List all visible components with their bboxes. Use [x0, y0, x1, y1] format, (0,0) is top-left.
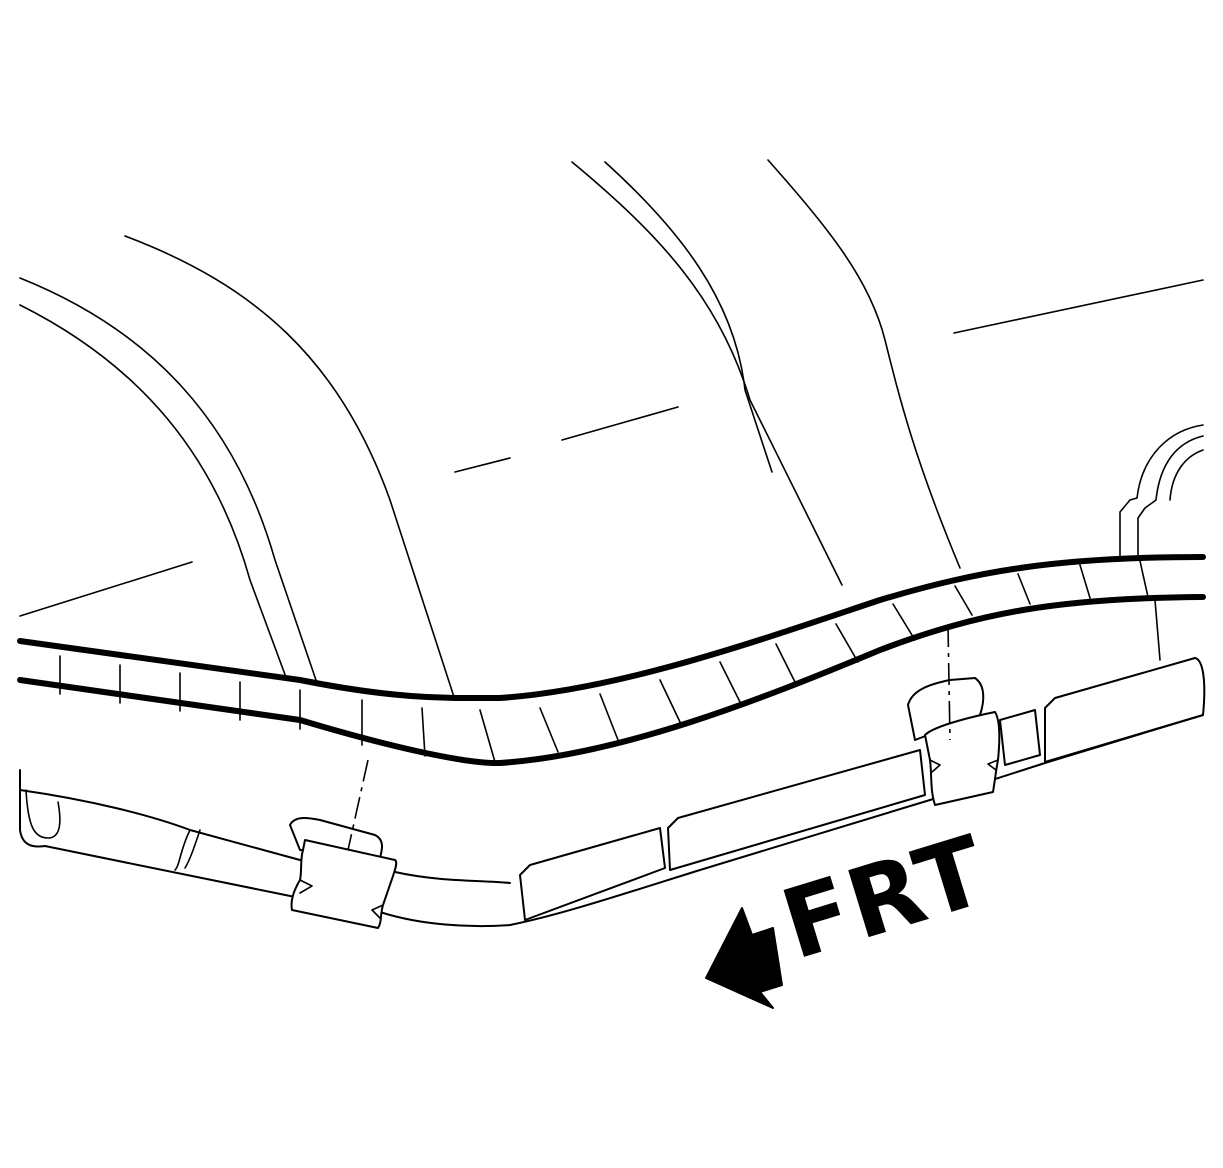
body-vertical-right	[1154, 599, 1161, 661]
channel-seg-2	[184, 829, 201, 869]
rear-pillar-outer-line	[19, 277, 319, 687]
channel-panel-2	[667, 749, 926, 871]
rear-clip-notch	[299, 879, 313, 894]
roof-body-line-right	[953, 279, 1204, 334]
wheel-opening-inner	[1137, 435, 1204, 561]
weatherstrip-upper-edge	[17, 554, 1206, 702]
rear-clip-notch-2	[371, 904, 384, 919]
rear-clip-centerline	[347, 759, 369, 851]
front-clip-back-tab	[907, 677, 985, 741]
channel-panel-1	[519, 827, 666, 921]
wheel-opening-outer	[1119, 424, 1204, 561]
channel-bottom-edge	[379, 714, 1204, 928]
channel-seg-1	[174, 829, 191, 871]
roof-rear-arc-line	[124, 235, 456, 701]
rear-pillar-inner-line	[19, 304, 288, 681]
roof-reflection-long	[561, 406, 679, 441]
channel-panel-4	[1044, 657, 1206, 763]
channel-top-rear	[394, 871, 511, 884]
weatherstrip-segments	[59, 560, 1149, 763]
front-pillar-line	[767, 159, 961, 569]
weatherstrip-lower-edge	[17, 594, 1206, 767]
rear-clip-body	[290, 839, 398, 929]
roof-reflection-short	[454, 457, 511, 473]
channel-upper-edge	[19, 789, 301, 861]
lower-molding-channel	[19, 657, 1206, 928]
wheel-opening-mid	[1169, 449, 1204, 501]
channel-panel-3	[999, 709, 1041, 766]
channel-lip-left	[19, 769, 301, 899]
front-retainer-clip	[907, 624, 1001, 806]
weatherstrip-band	[17, 554, 1206, 767]
direction-arrow-icon	[705, 907, 783, 1009]
roof-body-line-left	[19, 561, 193, 617]
body-contour-lines	[19, 159, 1204, 701]
center-pillar-outer-line	[571, 161, 843, 586]
rear-retainer-clip	[289, 759, 398, 929]
front-clip-notch-2	[987, 759, 999, 771]
front-clip-centerline	[947, 624, 951, 741]
center-pillar-inner-line	[604, 161, 773, 473]
channel-inner-fold	[25, 789, 61, 839]
front-clip-notch	[929, 759, 941, 773]
